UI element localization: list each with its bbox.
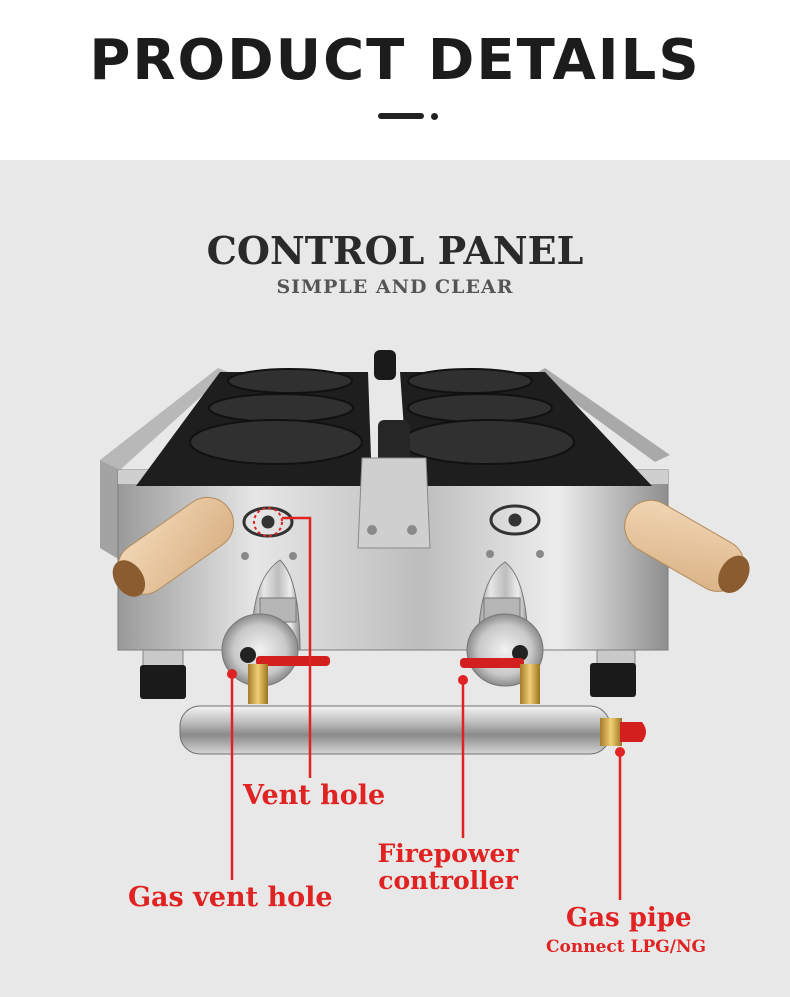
section-subtitle: SIMPLE AND CLEAR bbox=[276, 276, 514, 298]
firepower-label-line2: controller bbox=[378, 866, 518, 895]
gas-pipe-connection-note: Connect LPG/NG bbox=[546, 937, 707, 957]
section-title: CONTROL PANEL bbox=[206, 228, 584, 273]
title-divider-dot bbox=[431, 113, 438, 120]
header-band: PRODUCT DETAILS bbox=[0, 0, 790, 160]
firepower-label-line1: Firepower bbox=[377, 839, 519, 868]
gas-pipe-label: Gas pipe bbox=[566, 903, 692, 933]
title-divider-dash bbox=[378, 113, 424, 119]
vent-hole-label: Vent hole bbox=[243, 780, 386, 811]
gas-vent-hole-label: Gas vent hole bbox=[128, 882, 333, 913]
firepower-controller-label: Firepower controller bbox=[360, 840, 536, 894]
vent-hole-leader bbox=[282, 516, 312, 778]
page-title: PRODUCT DETAILS bbox=[89, 28, 701, 93]
